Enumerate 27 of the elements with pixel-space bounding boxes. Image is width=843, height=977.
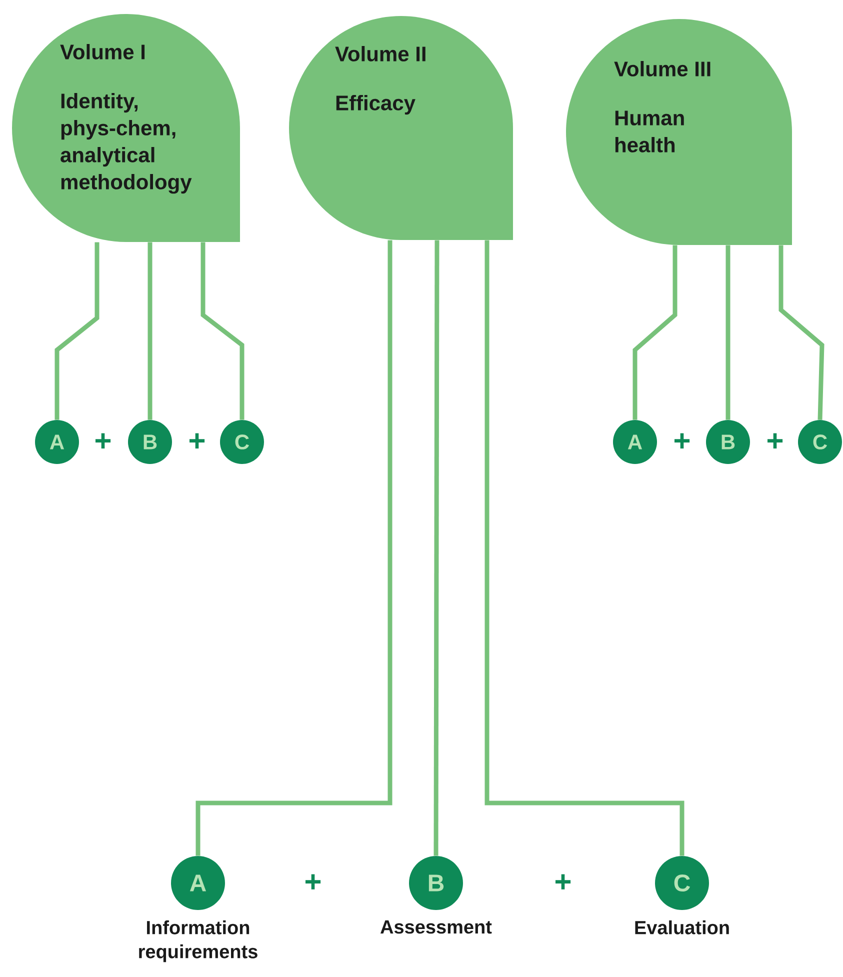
heading: Volume III xyxy=(614,61,710,76)
speech-bubble xyxy=(12,14,240,242)
plus-sign: + xyxy=(306,874,321,890)
node-label: Information requirements xyxy=(139,920,258,962)
body-text: Identity, phys-chem, analytical methodology xyxy=(60,93,192,194)
plus-sign: + xyxy=(96,433,111,448)
node-label: Evaluation xyxy=(635,920,729,934)
connector-line xyxy=(54,242,100,420)
connector-line xyxy=(200,242,244,420)
speech-bubble xyxy=(289,16,513,240)
plus-sign: + xyxy=(556,874,571,890)
speech-bubble xyxy=(566,19,792,245)
connector-line xyxy=(726,245,730,420)
plus-sign: + xyxy=(674,433,690,448)
connector-line xyxy=(196,240,392,856)
plus-sign: + xyxy=(190,433,205,448)
connector-line xyxy=(632,245,678,420)
connector-line xyxy=(434,240,440,856)
connector-line xyxy=(148,242,152,420)
heading: Volume II xyxy=(335,46,426,62)
node-label: Assessment xyxy=(380,920,492,934)
body-text: Human health xyxy=(615,110,684,152)
body-text: Efficacy xyxy=(336,95,416,115)
connector-line xyxy=(778,245,824,420)
heading: Volume I xyxy=(60,44,145,60)
plus-sign: + xyxy=(768,433,783,448)
connector-line xyxy=(484,240,684,856)
